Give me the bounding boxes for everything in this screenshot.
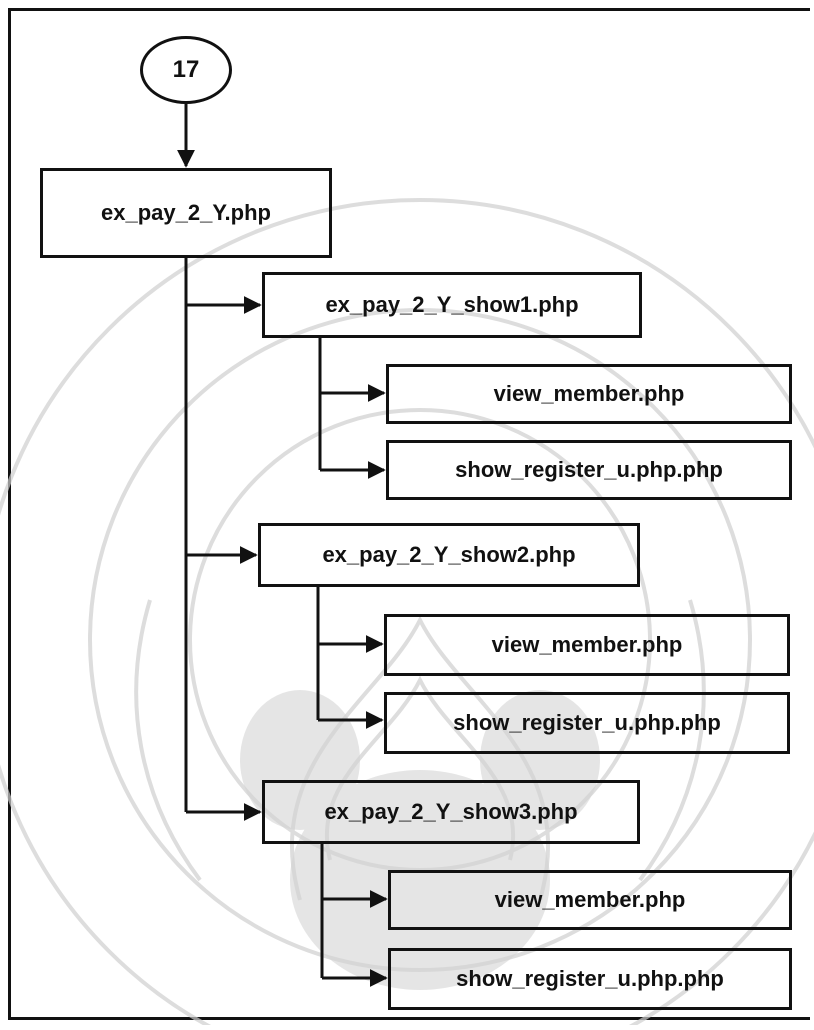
root-node: ex_pay_2_Y.php [40,168,332,258]
group-node-1: ex_pay_2_Y_show1.php [262,272,642,338]
child-node-show-register-3: show_register_u.php.php [388,948,792,1010]
child-node-view-member-1: view_member.php [386,364,792,424]
group-node-3: ex_pay_2_Y_show3.php [262,780,640,844]
child-node-view-member-3: view_member.php [388,870,792,930]
child-node-show-register-1: show_register_u.php.php [386,440,792,500]
group-node-2: ex_pay_2_Y_show2.php [258,523,640,587]
child-node-show-register-2: show_register_u.php.php [384,692,790,754]
connector-circle: 17 [140,36,232,104]
child-node-view-member-2: view_member.php [384,614,790,676]
